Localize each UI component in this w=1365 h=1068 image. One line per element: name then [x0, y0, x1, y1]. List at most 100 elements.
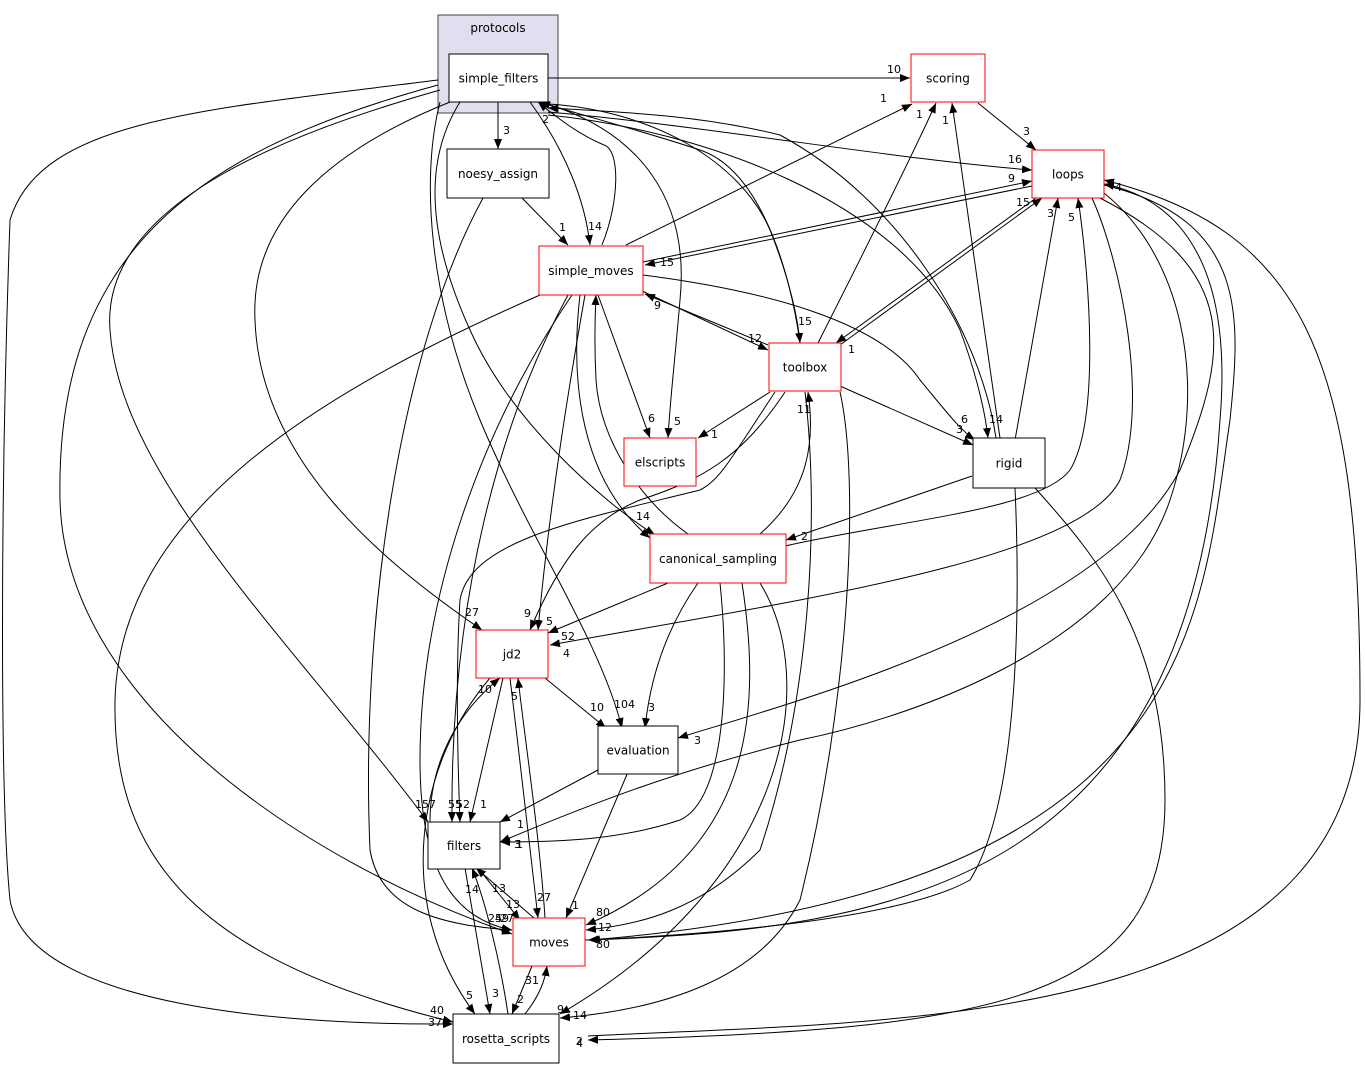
edge-simple-filters-evaluation[interactable] — [429, 101, 624, 729]
edge-simple-moves-rigid[interactable] — [642, 274, 976, 441]
edge-toolbox-rosetta[interactable] — [559, 391, 851, 1022]
node-box[interactable] — [972, 437, 1046, 489]
node-box[interactable] — [475, 629, 549, 679]
edge-simple-filters-rosetta[interactable] — [2, 79, 454, 1029]
edge-moves-loops[interactable] — [584, 182, 1223, 941]
edge-simple-filters-filters[interactable] — [109, 89, 441, 823]
node-box[interactable] — [1031, 149, 1105, 199]
edge-canonical-toolbox[interactable] — [759, 391, 814, 535]
edge-toolbox-filters[interactable] — [455, 391, 776, 823]
edge-toolbox-elscripts[interactable] — [697, 391, 771, 439]
edge-simple-moves-moves[interactable] — [419, 294, 573, 933]
node-evaluation[interactable]: evaluation — [597, 725, 679, 775]
edge-simple-filters-loops[interactable] — [547, 111, 1033, 174]
edge-filters-rosetta[interactable] — [464, 867, 493, 1015]
edge-toolbox-loops[interactable] — [839, 197, 1043, 346]
edge-jd2-moves[interactable] — [509, 677, 541, 919]
edge-jd2-evaluation[interactable] — [544, 677, 607, 729]
node-rosetta-scripts[interactable]: rosetta_scripts — [452, 1013, 560, 1064]
edge-rigid-rosetta[interactable] — [587, 487, 1166, 1044]
edge-simple-filters-moves[interactable] — [59, 84, 513, 935]
edge-rigid-scoring[interactable] — [949, 102, 1001, 439]
node-toolbox[interactable]: toolbox — [768, 342, 842, 392]
edge-rigid-moves[interactable] — [587, 487, 1018, 944]
edge-simple-moves-elscripts[interactable] — [597, 294, 651, 439]
edge-noesy-moves[interactable] — [368, 197, 513, 934]
edge-simple-filters-elscripts[interactable] — [539, 101, 682, 439]
edge-rigid-canonical[interactable] — [785, 475, 973, 541]
edge-toolbox-jd2[interactable] — [529, 391, 786, 631]
edge-scoring-loops[interactable] — [977, 102, 1037, 151]
edge-toolbox-scoring[interactable] — [817, 102, 937, 344]
edge-noesy-simple-moves[interactable] — [521, 197, 569, 246]
edge-simple-moves-jd2[interactable] — [534, 294, 586, 631]
edge-label: 1 — [848, 343, 855, 356]
node-noesy-assign[interactable]: noesy_assign — [446, 148, 550, 199]
node-box[interactable] — [452, 1013, 560, 1064]
edge-simple-filters-toolbox[interactable] — [547, 103, 804, 344]
edge-simple-filters-simple-moves[interactable] — [529, 101, 593, 246]
edge-jd2-rosetta[interactable] — [422, 677, 491, 1015]
edge-simple-moves-toolbox[interactable] — [639, 289, 769, 351]
node-label: moves — [529, 936, 569, 950]
edge-simple-moves-rosetta[interactable] — [114, 294, 541, 1024]
edge-moves-filters[interactable] — [475, 867, 535, 919]
edge-loops-filters[interactable] — [499, 189, 1189, 843]
edge-simple-moves-canonical[interactable] — [576, 294, 651, 539]
edge-simple-moves-filters[interactable] — [447, 294, 569, 823]
node-box[interactable] — [623, 437, 697, 487]
edge-toolbox-rigid[interactable] — [839, 385, 974, 446]
node-moves[interactable]: moves — [512, 917, 586, 967]
node-simple-filters[interactable]: simple_filters — [448, 53, 549, 103]
edge-moves-jd2[interactable] — [515, 677, 546, 919]
edge-loops-toolbox[interactable] — [835, 197, 1037, 344]
node-box[interactable] — [597, 725, 679, 775]
node-elscripts[interactable]: elscripts — [623, 437, 697, 487]
node-canonical-sampling[interactable]: canonical_sampling — [649, 533, 787, 584]
node-filters[interactable]: filters — [427, 821, 501, 870]
edge-rigid-loops[interactable] — [1014, 197, 1061, 441]
edge-canonical-evaluation[interactable] — [642, 582, 699, 729]
edge-simple-filters-canonical[interactable] — [434, 101, 656, 536]
edge-loops-simple-moves[interactable] — [644, 185, 1033, 267]
edge-toolbox-simple-moves[interactable] — [644, 293, 769, 346]
node-box[interactable] — [446, 148, 550, 199]
edge-evaluation-moves[interactable] — [565, 771, 629, 919]
edge-simple-filters-rigid[interactable] — [547, 114, 991, 439]
edge-toolbox-moves[interactable] — [585, 391, 812, 934]
node-box[interactable] — [538, 245, 644, 296]
node-box[interactable] — [448, 53, 549, 103]
edge-moves-rosetta[interactable] — [511, 965, 533, 1015]
edge-canonical-rosetta[interactable] — [559, 582, 788, 1015]
node-box[interactable] — [910, 53, 986, 103]
node-box[interactable] — [427, 821, 501, 870]
edge-rosetta-filters[interactable] — [471, 867, 509, 1015]
edge-loops-moves[interactable] — [589, 184, 1236, 944]
edge-canonical-loops[interactable] — [784, 197, 1091, 547]
edge-simple-moves-simple-filters[interactable] — [537, 101, 617, 246]
edge-simple-moves-loops[interactable] — [642, 179, 1033, 263]
node-box[interactable] — [768, 342, 842, 392]
edge-filters-jd2[interactable] — [429, 677, 501, 823]
edge-loops-jd2[interactable] — [549, 197, 1133, 648]
edge-rosetta-loops[interactable] — [587, 178, 1361, 1037]
node-box[interactable] — [512, 917, 586, 967]
edge-rosetta-moves[interactable] — [524, 965, 550, 1015]
edge-rigid-simple-filters[interactable] — [547, 104, 997, 439]
edge-canonical-filters[interactable] — [499, 582, 725, 846]
node-jd2[interactable]: jd2 — [475, 629, 549, 679]
node-rigid[interactable]: rigid — [972, 437, 1046, 489]
edge-loops-evaluation[interactable] — [677, 197, 1215, 739]
edge-jd2-filters[interactable] — [468, 677, 504, 823]
node-scoring[interactable]: scoring — [910, 53, 986, 103]
edge-label: 4 — [563, 647, 570, 660]
edge-canonical-moves[interactable] — [585, 582, 751, 926]
edge-canonical-jd2[interactable] — [547, 582, 669, 634]
node-simple-moves[interactable]: simple_moves — [538, 245, 644, 296]
edge-evaluation-filters[interactable] — [499, 769, 599, 823]
edge-label: 55 — [448, 798, 462, 811]
node-box[interactable] — [649, 533, 787, 584]
edge-canonical-simple-moves[interactable] — [591, 294, 689, 535]
edge-simple-filters-jd2[interactable] — [254, 101, 483, 631]
node-loops[interactable]: loops — [1031, 149, 1105, 199]
